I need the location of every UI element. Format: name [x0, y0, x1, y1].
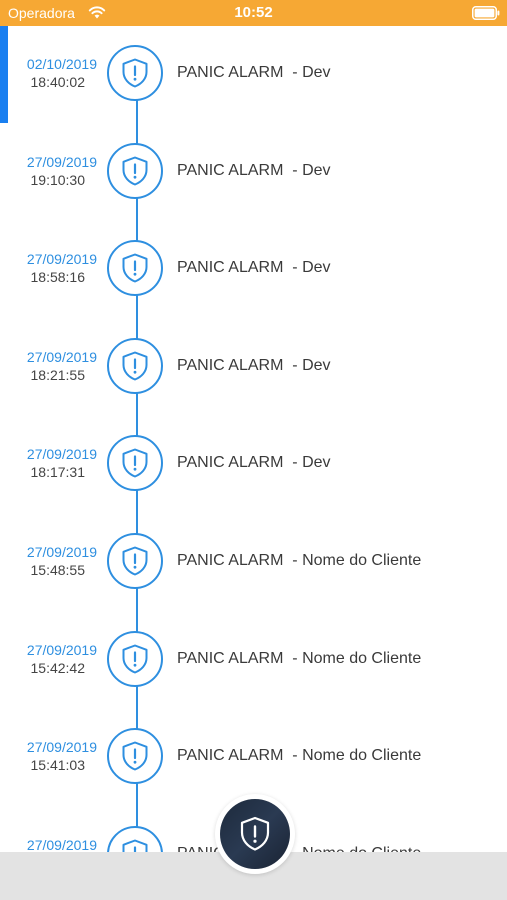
event-row-1[interactable]: 02/10/2019 18:40:02 PANIC ALARM - Dev [0, 26, 507, 123]
shield-alert-icon [122, 156, 148, 186]
panic-button[interactable] [215, 794, 295, 874]
shield-alert-icon [122, 546, 148, 576]
event-title: PANIC ALARM - Nome do Cliente [177, 845, 421, 852]
event-timeline[interactable]: 02/10/2019 18:40:02 PANIC ALARM - Dev 27… [0, 26, 507, 852]
event-title: PANIC ALARM - Dev [177, 162, 331, 179]
event-time: 18:17:31 [30, 464, 86, 480]
event-time: 18:21:55 [30, 367, 86, 383]
event-row-4[interactable]: 27/09/2019 18:21:55 PANIC ALARM - Dev [0, 319, 507, 416]
event-title: PANIC ALARM - Dev [177, 259, 331, 276]
event-date: 27/09/2019 [26, 349, 97, 365]
shield-alert-icon [122, 839, 148, 852]
clock-time: 10:52 [234, 4, 273, 21]
event-node [107, 338, 163, 394]
event-title: PANIC ALARM - Nome do Cliente [177, 552, 422, 569]
event-row-5[interactable]: 27/09/2019 18:17:31 PANIC ALARM - Dev [0, 416, 507, 513]
shield-alert-icon [122, 351, 148, 381]
event-node [107, 143, 163, 199]
shield-alert-icon [122, 741, 148, 771]
panic-button-face [220, 799, 290, 869]
event-title: PANIC ALARM - Nome do Cliente [177, 747, 422, 764]
shield-alert-icon [240, 816, 270, 851]
shield-alert-icon [122, 448, 148, 478]
event-date: 27/09/2019 [26, 251, 97, 267]
carrier-name: Operadora [8, 5, 75, 21]
event-time: 19:10:30 [30, 172, 86, 188]
event-date: 27/09/2019 [26, 837, 97, 852]
event-date: 27/09/2019 [26, 446, 97, 462]
event-time: 18:40:02 [30, 74, 86, 90]
event-title: PANIC ALARM - Dev [177, 64, 331, 81]
event-title: PANIC ALARM - Dev [177, 357, 331, 374]
battery-icon [472, 6, 500, 20]
event-title: PANIC ALARM - Nome do Cliente [177, 650, 422, 667]
event-date: 27/09/2019 [26, 544, 97, 560]
event-node [107, 45, 163, 101]
event-date: 27/09/2019 [26, 154, 97, 170]
event-date: 27/09/2019 [26, 642, 97, 658]
event-node [107, 435, 163, 491]
event-row-7[interactable]: 27/09/2019 15:42:42 PANIC ALARM - Nome d… [0, 612, 507, 709]
event-node [107, 631, 163, 687]
event-row-6[interactable]: 27/09/2019 15:48:55 PANIC ALARM - Nome d… [0, 514, 507, 611]
event-node [107, 240, 163, 296]
shield-alert-icon [122, 58, 148, 88]
event-date: 27/09/2019 [26, 739, 97, 755]
shield-alert-icon [122, 253, 148, 283]
wifi-icon [88, 6, 106, 19]
event-time: 15:42:42 [30, 660, 86, 676]
shield-alert-icon [122, 644, 148, 674]
event-row-2[interactable]: 27/09/2019 19:10:30 PANIC ALARM - Dev [0, 124, 507, 221]
event-time: 18:58:16 [30, 269, 86, 285]
status-bar: Operadora 10:52 [0, 0, 507, 26]
event-row-3[interactable]: 27/09/2019 18:58:16 PANIC ALARM - Dev [0, 221, 507, 318]
event-date: 02/10/2019 [26, 56, 97, 72]
event-time: 15:41:03 [30, 757, 86, 773]
selected-row-indicator [0, 26, 8, 123]
event-title: PANIC ALARM - Dev [177, 454, 331, 471]
event-node [107, 533, 163, 589]
event-node [107, 826, 163, 852]
event-row-8[interactable]: 27/09/2019 15:41:03 PANIC ALARM - Nome d… [0, 709, 507, 806]
event-node [107, 728, 163, 784]
event-time: 15:48:55 [30, 562, 86, 578]
